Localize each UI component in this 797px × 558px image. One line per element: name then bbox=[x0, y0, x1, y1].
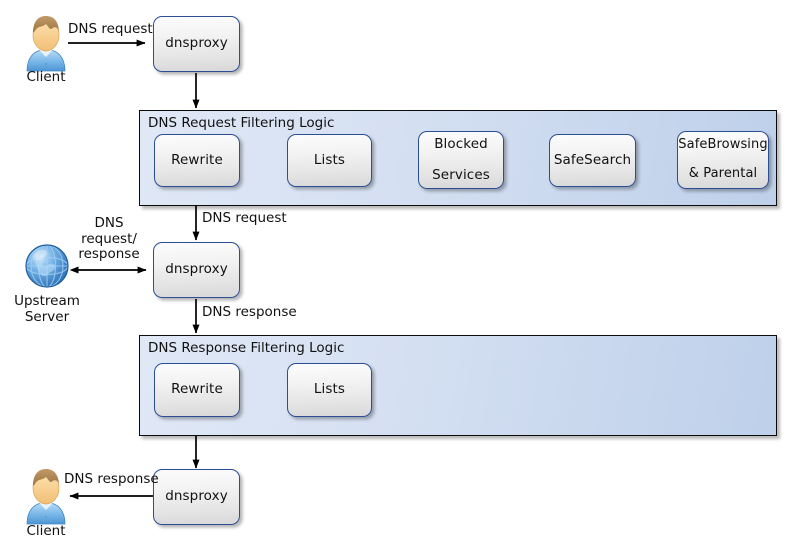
node-req-safebrowsing-line1: SafeBrowsing bbox=[678, 136, 768, 152]
upstream-caption: Upstream Server bbox=[4, 293, 90, 325]
node-req-safebrowsing[interactable]: SafeBrowsing & Parental bbox=[677, 131, 769, 189]
node-req-rewrite-label: Rewrite bbox=[171, 151, 223, 168]
group-request-filtering-title: DNS Request Filtering Logic bbox=[148, 115, 335, 131]
edge-label-proxy-to-client: DNS response bbox=[64, 471, 159, 487]
edge-label-client-to-proxy: DNS request bbox=[68, 21, 153, 37]
globe-icon bbox=[25, 244, 69, 288]
node-req-rewrite[interactable]: Rewrite bbox=[154, 134, 240, 187]
edge-label-upstream-line3: response bbox=[78, 246, 140, 263]
node-dnsproxy-mid-label: dnsproxy bbox=[165, 261, 228, 278]
node-resp-lists-label: Lists bbox=[313, 381, 346, 398]
upstream-caption-line1: Upstream bbox=[14, 293, 80, 309]
client-bottom-caption: Client bbox=[26, 523, 66, 539]
node-req-lists[interactable]: Lists bbox=[287, 134, 372, 187]
node-req-blocked-services-line1: Blocked bbox=[434, 135, 488, 152]
node-resp-lists[interactable]: Lists bbox=[287, 363, 372, 417]
node-req-safesearch[interactable]: SafeSearch bbox=[549, 134, 636, 187]
node-resp-rewrite-label: Rewrite bbox=[171, 381, 223, 398]
node-req-safebrowsing-label: SafeBrowsing & Parental bbox=[672, 136, 773, 183]
node-req-safesearch-label: SafeSearch bbox=[553, 151, 632, 168]
node-resp-rewrite[interactable]: Rewrite bbox=[154, 363, 240, 417]
edge-label-upstream-line2: request/ bbox=[81, 230, 137, 247]
node-req-lists-label: Lists bbox=[313, 151, 346, 168]
node-req-safebrowsing-line2: & Parental bbox=[688, 166, 758, 182]
user-avatar-icon bbox=[25, 16, 67, 72]
group-response-filtering: DNS Response Filtering Logic bbox=[139, 335, 777, 436]
node-req-blocked-services-label: Blocked Services bbox=[426, 135, 496, 184]
node-dnsproxy-bottom[interactable]: dnsproxy bbox=[153, 469, 240, 525]
edge-label-upstream-line1: DNS bbox=[94, 215, 124, 231]
user-avatar-icon bbox=[25, 469, 67, 525]
node-dnsproxy-bottom-label: dnsproxy bbox=[165, 488, 228, 505]
edge-label-proxy-to-response-filter: DNS response bbox=[202, 304, 297, 320]
edge-label-proxy-to-request-filter: DNS request bbox=[202, 210, 287, 226]
node-req-blocked-services-line2: Services bbox=[432, 166, 490, 183]
client-top-caption: Client bbox=[26, 69, 66, 85]
upstream-caption-line2: Server bbox=[24, 308, 70, 325]
node-dnsproxy-top[interactable]: dnsproxy bbox=[153, 16, 240, 72]
node-dnsproxy-mid[interactable]: dnsproxy bbox=[153, 242, 240, 298]
group-response-filtering-title: DNS Response Filtering Logic bbox=[148, 340, 345, 356]
edge-label-upstream: DNS request/ response bbox=[73, 215, 145, 263]
node-dnsproxy-top-label: dnsproxy bbox=[165, 35, 228, 52]
node-req-blocked-services[interactable]: Blocked Services bbox=[418, 131, 504, 189]
